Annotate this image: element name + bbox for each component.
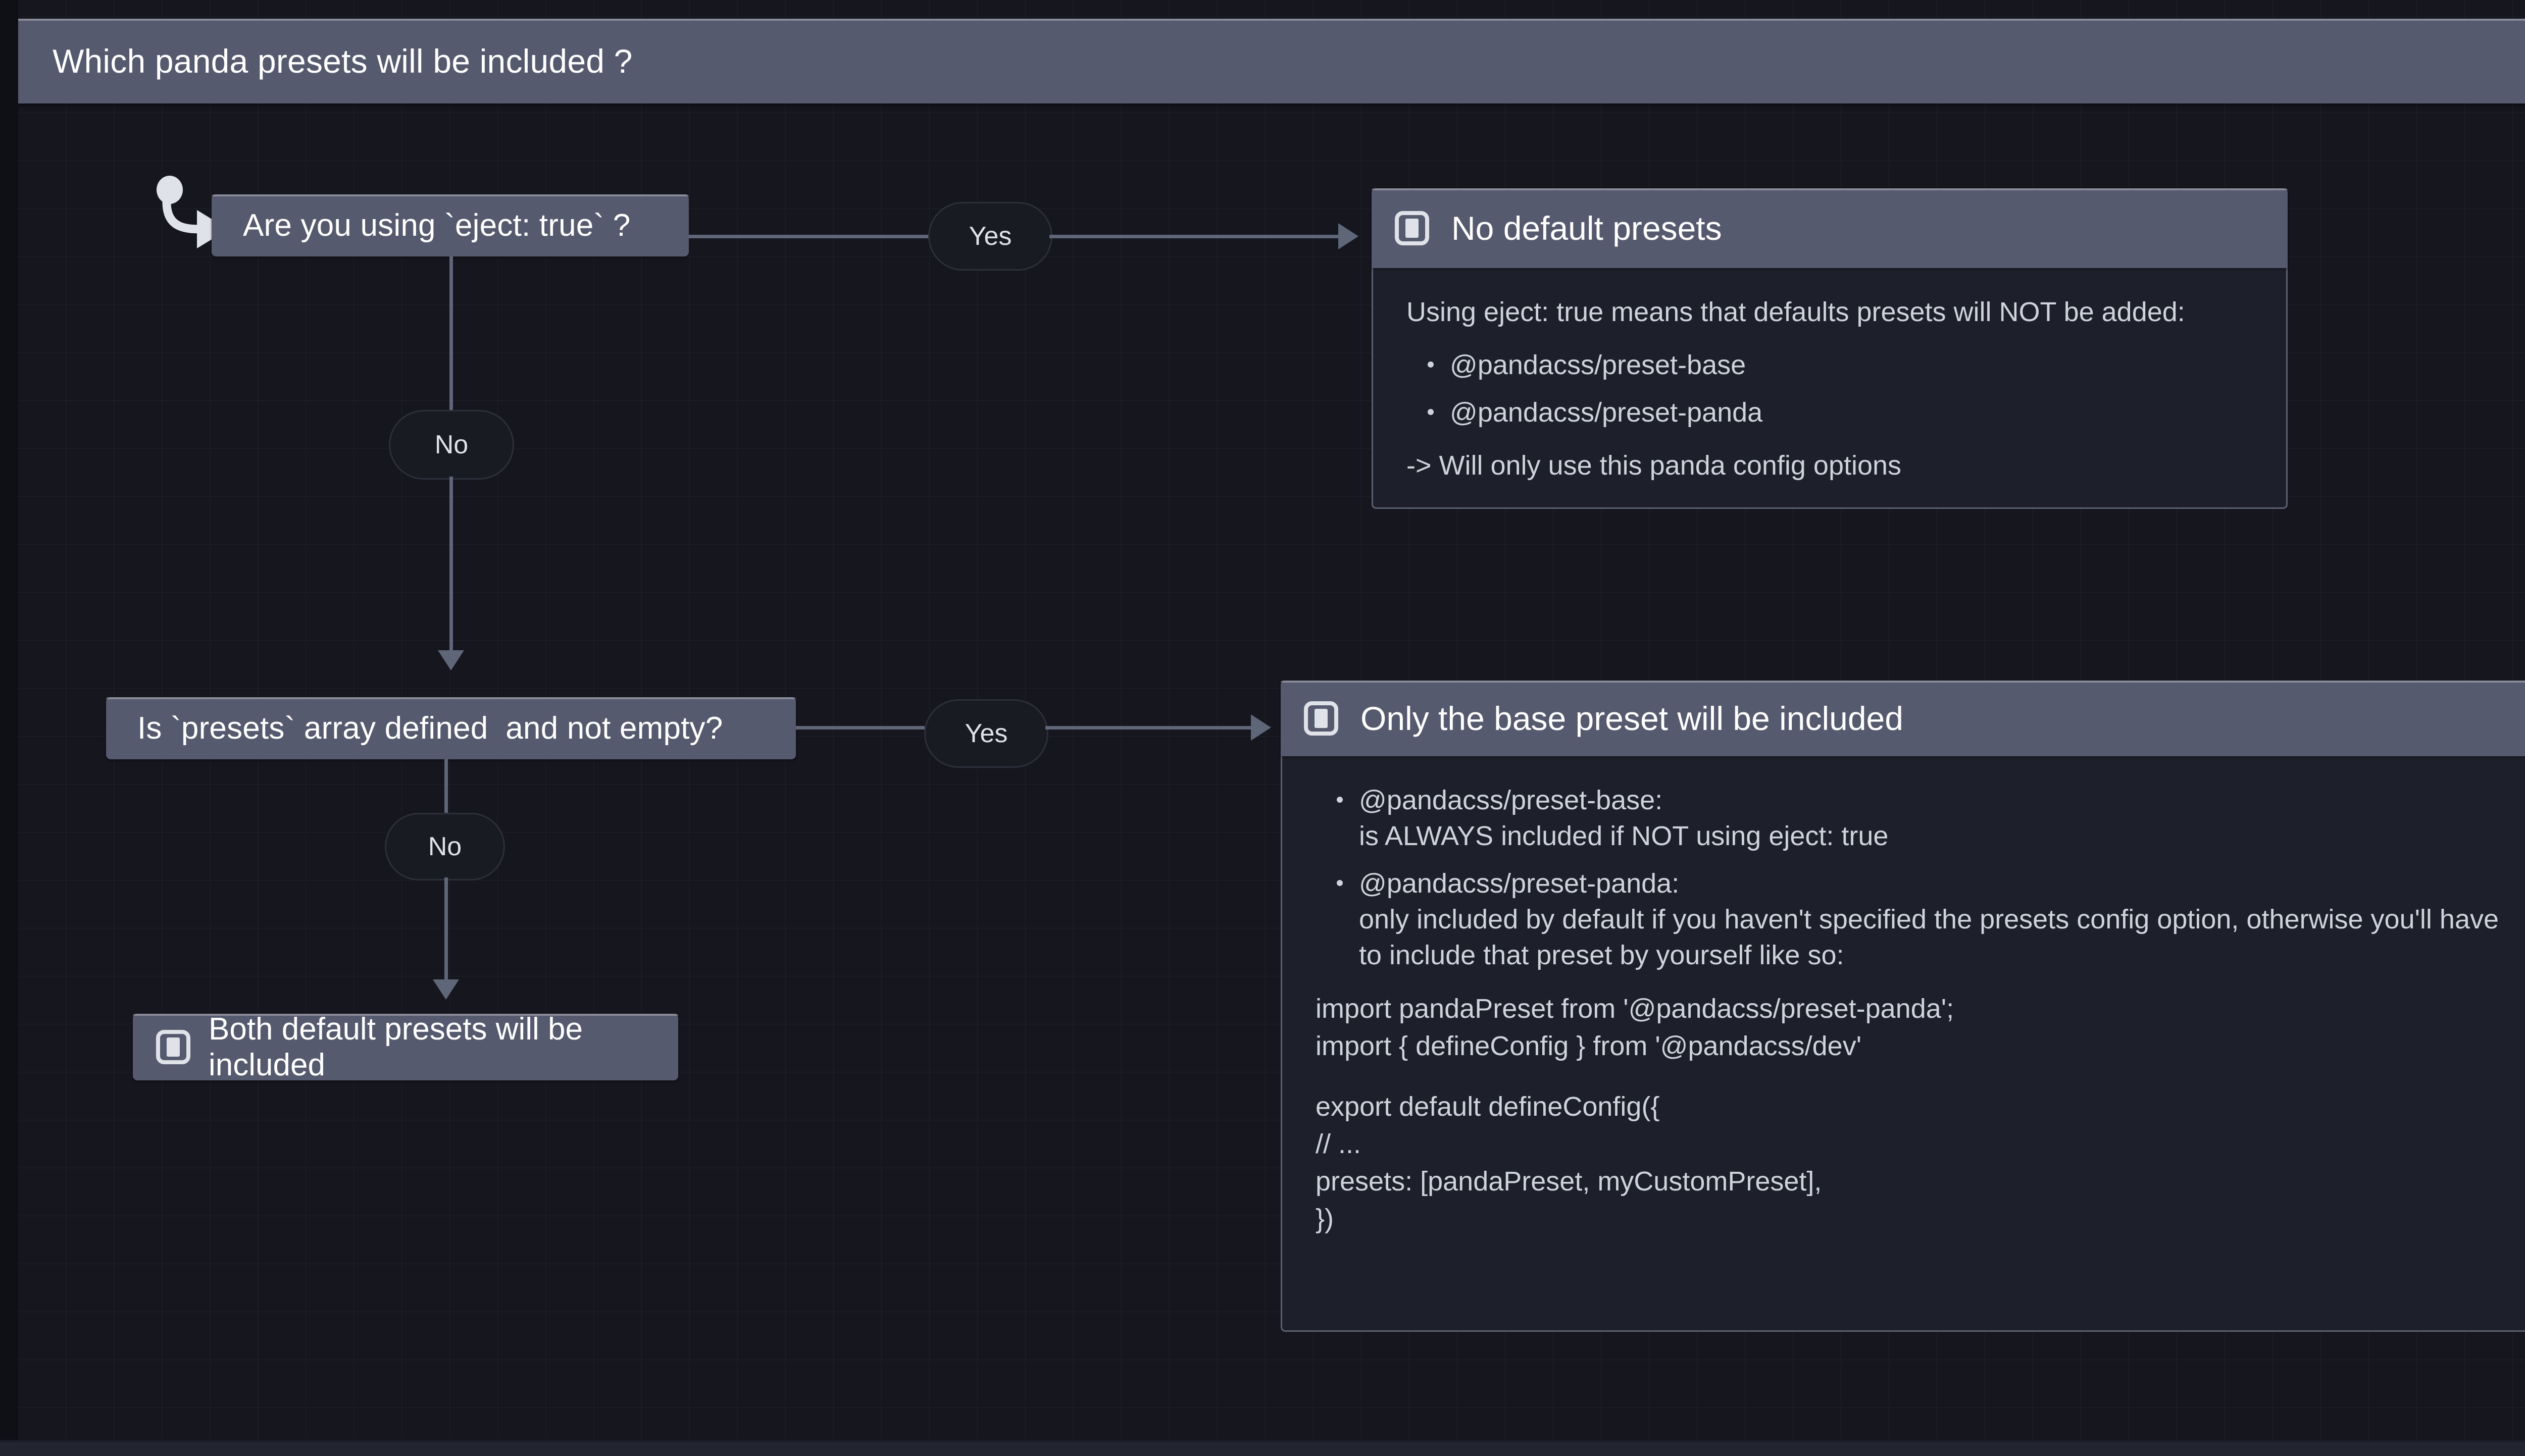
decision-node-presets[interactable]: Is `presets` array defined and not empty… — [106, 697, 796, 759]
panel-top-highlight — [1281, 681, 2525, 683]
terminal-node-both-presets[interactable]: Both default presets will be included — [133, 1012, 678, 1082]
edge-presets-no-lower — [444, 877, 448, 984]
edge-label-eject-yes: Yes — [928, 202, 1052, 271]
list-item-detail: is ALWAYS included if NOT using eject: t… — [1359, 821, 1889, 852]
edge-eject-yes-left — [689, 235, 929, 238]
edge-label-presets-yes: Yes — [924, 699, 1048, 768]
list-item: @pandacss/preset-base: is ALWAYS include… — [1337, 783, 2525, 855]
list-item: @pandacss/preset-base — [1428, 347, 2253, 383]
edge-label-text: No — [428, 832, 462, 861]
list-item: @pandacss/preset-panda: only included by… — [1337, 866, 2525, 974]
edge-label-text: Yes — [965, 719, 1008, 748]
edge-eject-no-arrowhead — [438, 650, 464, 670]
diagram-header-bar: Which panda presets will be included ? — [18, 19, 2525, 103]
callout-intro-text: Using eject: true means that defaults pr… — [1406, 297, 2185, 327]
edge-label-eject-no: No — [389, 410, 514, 480]
list-item-term: @pandacss/preset-panda: — [1359, 868, 1680, 899]
callout-panel-title: No default presets — [1451, 210, 1722, 247]
edge-eject-no-upper — [449, 256, 453, 433]
node-top-highlight — [212, 194, 689, 196]
edge-eject-yes-right — [1049, 235, 1340, 238]
list-item-text: @pandacss/preset-base — [1450, 350, 1746, 381]
list-item-text: @pandacss/preset-panda — [1450, 397, 1763, 428]
callout-panel-header: Only the base preset will be included — [1281, 681, 2525, 756]
callout-outro-text: -> Will only use this panda config optio… — [1406, 450, 1902, 481]
note-icon — [1304, 701, 1338, 736]
edge-presets-yes-right — [1045, 726, 1252, 730]
code-block-imports: import pandaPreset from '@pandacss/prese… — [1316, 994, 1954, 1062]
callout-panel-body: Using eject: true means that defaults pr… — [1372, 268, 2288, 509]
list-item-term: @pandacss/preset-base: — [1359, 785, 1663, 815]
edge-presets-no-upper — [444, 759, 448, 816]
code-block-config: export default defineConfig({ // ... pre… — [1316, 1091, 1822, 1234]
code-block-spacer — [1316, 1065, 2525, 1088]
edge-eject-yes-arrowhead — [1338, 223, 1358, 249]
callout-bullet-list: @pandacss/preset-base @pandacss/preset-p… — [1406, 347, 2253, 431]
note-icon — [1395, 211, 1429, 245]
callout-panel-title: Only the base preset will be included — [1360, 700, 1903, 737]
decision-node-eject-label: Are you using `eject: true` ? — [243, 208, 631, 243]
callout-panel-body: @pandacss/preset-base: is ALWAYS include… — [1281, 756, 2525, 1332]
decision-node-eject[interactable]: Are you using `eject: true` ? — [212, 194, 689, 256]
callout-panel-only-base-preset[interactable]: Only the base preset will be included @p… — [1281, 681, 2525, 1332]
edge-presets-yes-arrowhead — [1251, 714, 1271, 741]
decision-node-presets-label: Is `presets` array defined and not empty… — [137, 711, 723, 746]
panel-top-highlight — [1372, 188, 2288, 190]
note-icon — [156, 1030, 190, 1064]
edge-presets-yes-left — [796, 726, 925, 730]
list-item: @pandacss/preset-panda — [1428, 395, 2253, 431]
edge-label-text: Yes — [969, 222, 1012, 251]
node-top-highlight — [106, 697, 796, 699]
canvas-bottom-inner-edge — [0, 1440, 2525, 1442]
callout-bullet-list: @pandacss/preset-base: is ALWAYS include… — [1316, 783, 2525, 973]
terminal-node-both-presets-label: Both default presets will be included — [209, 1012, 583, 1082]
edge-label-text: No — [434, 430, 469, 459]
edge-eject-no-lower — [449, 477, 453, 663]
list-item-detail: only included by default if you haven't … — [1359, 904, 2499, 971]
callout-panel-header: No default presets — [1372, 188, 2288, 268]
edge-label-presets-no: No — [385, 813, 505, 880]
page-title: Which panda presets will be included ? — [53, 42, 633, 80]
canvas-left-edge — [0, 0, 18, 1456]
callout-panel-no-default-presets[interactable]: No default presets Using eject: true mea… — [1372, 188, 2288, 509]
canvas-bottom-edge — [0, 1442, 2525, 1456]
edge-presets-no-arrowhead — [433, 979, 459, 1000]
